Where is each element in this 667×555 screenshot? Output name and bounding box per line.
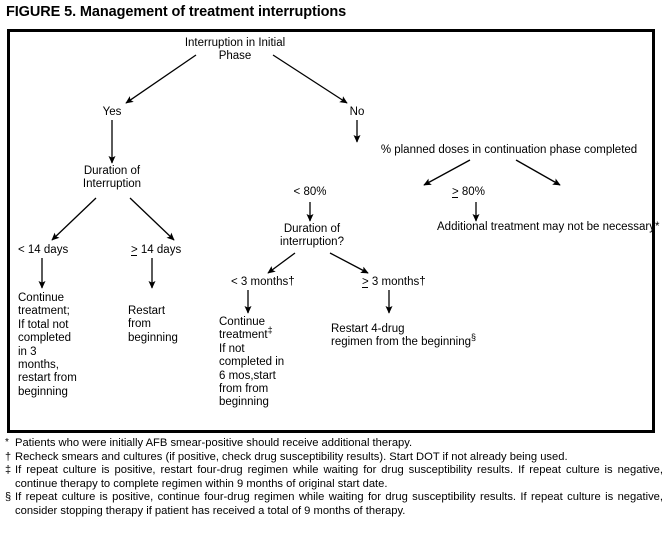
restart-4drug-line-1: Restart 4-drug	[331, 323, 405, 335]
double-dagger-mark: ‡	[267, 325, 273, 336]
node-no: No	[349, 106, 365, 118]
footnote-text: If repeat culture is positive, restart f…	[15, 464, 663, 490]
footnote-marker: ‡	[5, 464, 12, 477]
node-gte-3-months: > 3 months†	[362, 276, 452, 289]
gte-3-months-value: 3 months	[368, 276, 420, 288]
footnote-text: Patients who were initially AFB smear-po…	[15, 437, 413, 449]
gte-80-value: 80%	[458, 186, 485, 198]
node-gte-80-percent: > 80%	[452, 186, 522, 199]
dagger-mark: †	[288, 276, 295, 288]
node-continue-treatment-left: Continue treatment; If total not complet…	[18, 292, 77, 398]
continue-line-2: treatment	[219, 329, 268, 342]
node-duration-of-interruption: Duration of Interruption	[82, 165, 142, 191]
lt-3-months-label: < 3 months	[231, 276, 289, 288]
node-lt-3-months: < 3 months†	[231, 276, 316, 289]
node-duration-of-interruption-2: Duration of interruption?	[280, 223, 344, 249]
footnotes-block: * Patients who were initially AFB smear-…	[5, 437, 663, 519]
footnote-asterisk: * Patients who were initially AFB smear-…	[5, 437, 663, 451]
restart-4drug-line-2: regimen from the beginning	[331, 336, 471, 349]
footnote-dagger: † Recheck smears and cultures (if positi…	[5, 451, 663, 465]
gte-symbol: >	[131, 244, 138, 257]
footnote-marker: †	[5, 450, 12, 463]
page-title: FIGURE 5. Management of treatment interr…	[6, 4, 347, 20]
node-root: Interruption in Initial Phase	[184, 37, 286, 63]
footnote-text: If repeat culture is positive, continue …	[15, 491, 663, 517]
node-additional-treatment: Additional treatment may not be necessar…	[437, 221, 660, 233]
node-percent-planned-doses: % planned doses in continuation phase co…	[380, 144, 638, 156]
footnote-double-dagger: ‡ If repeat culture is positive, restart…	[5, 464, 663, 491]
gte-symbol: >	[362, 276, 369, 289]
dagger-mark: †	[419, 276, 426, 288]
footnote-section: § If repeat culture is positive, continu…	[5, 491, 663, 518]
node-lt-80-percent: < 80%	[293, 186, 327, 198]
continue-line-1: Continue	[219, 316, 266, 328]
node-yes: Yes	[102, 106, 122, 118]
footnote-marker: §	[5, 491, 12, 504]
footnote-text: Recheck smears and cultures (if positive…	[15, 450, 568, 463]
footnote-marker: *	[5, 437, 9, 448]
gte-14-value: 14 days	[137, 244, 182, 256]
node-restart-from-beginning: Restart from beginning	[128, 305, 178, 344]
gte-symbol: >	[452, 186, 459, 199]
node-gte-14-days: > 14 days	[131, 244, 216, 257]
continue-rest: If not completed in 6 mos,start from fro…	[219, 342, 285, 409]
node-lt-14-days: < 14 days	[18, 244, 69, 256]
section-mark: §	[471, 332, 477, 343]
